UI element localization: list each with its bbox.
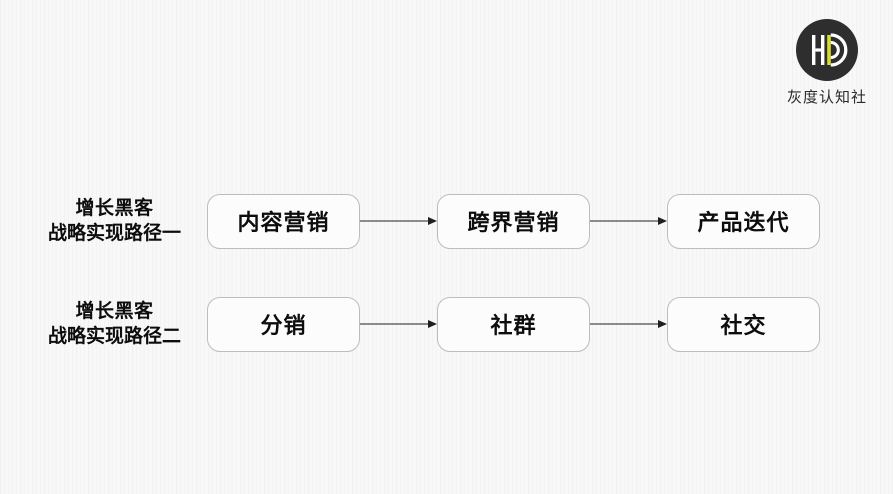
flow-row-2: 增长黑客 战略实现路径二 分销 社群 社交	[0, 294, 893, 354]
row-1-label-line-2: 战略实现路径一	[47, 222, 181, 244]
arrow-right-icon	[360, 320, 437, 328]
row-2-label: 增长黑客 战略实现路径二	[22, 299, 207, 349]
row-1-label-line-1: 增长黑客	[75, 197, 154, 219]
brand-name: 灰度认知社	[786, 88, 867, 106]
arrow-right-icon	[590, 320, 667, 328]
row-1-label: 增长黑客 战略实现路径一	[22, 196, 207, 246]
flow-node-row2-1[interactable]: 分销	[207, 296, 360, 352]
arrow-right-icon	[590, 217, 667, 225]
row-2-label-line-1: 增长黑客	[75, 300, 154, 322]
flow-node-row1-2[interactable]: 跨界营销	[437, 193, 590, 249]
flow-node-row2-3[interactable]: 社交	[667, 296, 820, 352]
flow-row-1: 增长黑客 战略实现路径一 内容营销 跨界营销 产品迭代	[0, 191, 893, 251]
arrow-right-icon	[360, 217, 437, 225]
flow-node-row1-3[interactable]: 产品迭代	[667, 193, 820, 249]
hd-monogram-circle-icon	[796, 19, 858, 81]
flow-node-row1-1[interactable]: 内容营销	[207, 193, 360, 249]
row-2-label-line-2: 战略实现路径二	[47, 325, 181, 347]
flow-node-row2-2[interactable]: 社群	[437, 296, 590, 352]
brand-logo: 灰度认知社	[768, 18, 886, 107]
